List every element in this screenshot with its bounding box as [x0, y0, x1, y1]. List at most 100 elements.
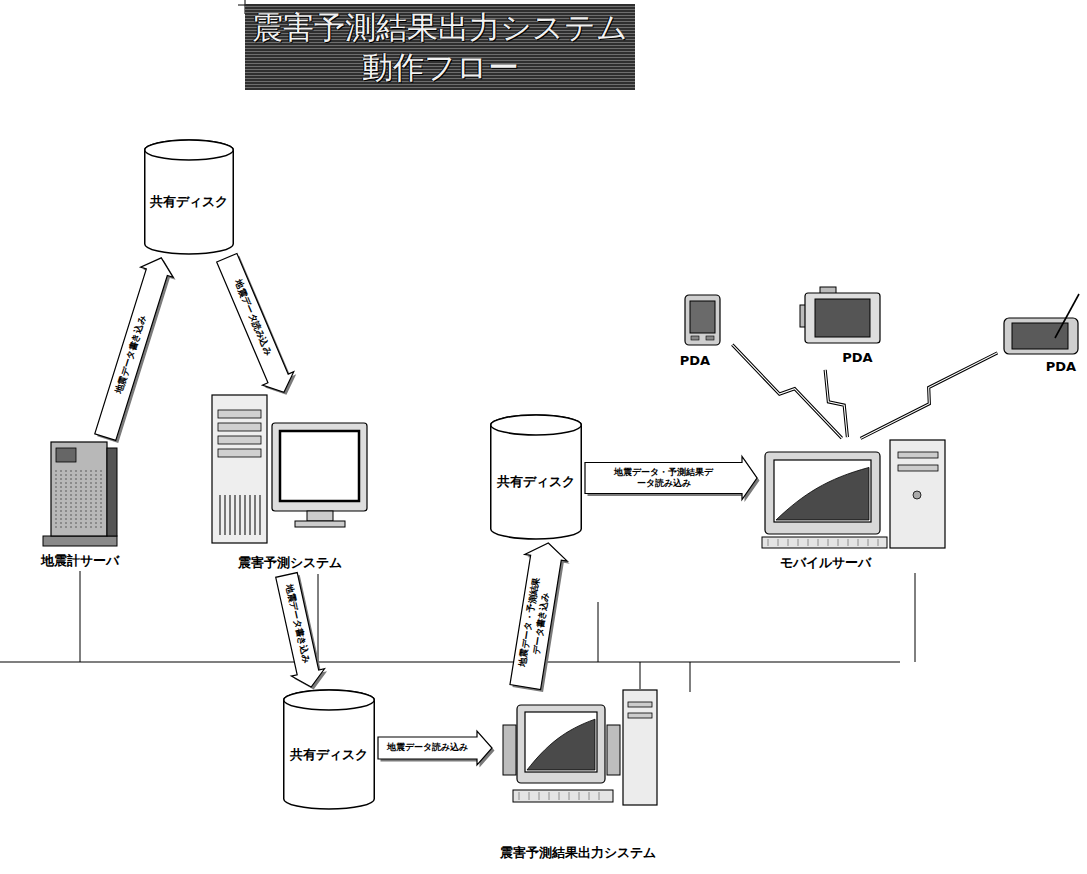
disk-top — [491, 415, 582, 435]
wireless-link-inner — [825, 370, 847, 437]
keyboard-keys — [539, 792, 540, 800]
node-label: 地震計サーバ — [25, 553, 135, 569]
drive-bay — [628, 702, 652, 707]
drive-bay — [898, 452, 938, 458]
shared-disk: 共有ディスク — [490, 415, 582, 540]
flow-arrow — [510, 543, 567, 690]
screen-chart — [527, 719, 595, 770]
server-vent — [90, 470, 91, 530]
connector-group — [378, 731, 495, 768]
node-label: 共有ディスク — [290, 747, 368, 763]
keyboard-keys — [599, 792, 600, 800]
node-label: PDA — [1040, 359, 1082, 375]
flow-arrow — [585, 457, 757, 500]
server-vent — [65, 470, 66, 530]
monitor-frame — [517, 705, 605, 783]
network-drop — [915, 573, 916, 662]
keyboard-keys — [768, 539, 769, 546]
network-bus — [0, 661, 900, 662]
pda-button — [691, 336, 699, 340]
node-label: PDA — [830, 350, 885, 366]
server-vent — [55, 470, 56, 530]
pda-button — [706, 336, 714, 340]
monitor-frame — [765, 452, 880, 534]
pda-body — [685, 295, 720, 345]
pc-vent — [220, 495, 221, 535]
connector-group — [510, 543, 570, 692]
keyboard-keys — [858, 539, 859, 546]
node-shape — [25, 440, 135, 570]
network-drop — [690, 662, 691, 692]
node-shape — [495, 690, 660, 862]
network-drop — [598, 602, 599, 662]
diagram-title: 震害予測結果出力システム 動作フロー — [245, 4, 635, 90]
pc-vent — [230, 495, 231, 535]
connector-group — [585, 457, 760, 503]
wireless-link — [825, 370, 847, 437]
disk-top — [145, 140, 234, 160]
output-system: 震害予測結果出力システム — [495, 690, 660, 862]
disk-top — [284, 690, 375, 710]
edge-label: 地震データ書き込み — [101, 274, 161, 435]
server-base — [43, 536, 117, 546]
keyboard-keys — [828, 539, 829, 546]
node-label: モバイルサーバ — [760, 555, 890, 571]
edge-label: 地震データ読み込み — [382, 742, 473, 754]
keyboard-keys — [589, 792, 590, 800]
node-label: 震害予測結果出力システム — [495, 845, 660, 861]
flow-arrow — [217, 253, 294, 392]
wireless-link — [732, 345, 842, 438]
disk-body — [145, 140, 234, 254]
server-vent — [80, 470, 81, 530]
drive-bay — [218, 410, 261, 418]
server-panel — [56, 448, 76, 462]
stylus-pen — [1055, 294, 1079, 338]
monitor-stand — [307, 511, 333, 521]
connector-group — [276, 573, 327, 690]
drive-bay — [628, 713, 652, 718]
node-label: 共有ディスク — [497, 474, 575, 490]
network-drop — [640, 662, 641, 689]
monitor-screen — [774, 460, 871, 522]
network-drop — [80, 571, 81, 662]
network-drop — [318, 574, 319, 662]
keyboard — [762, 537, 887, 548]
server-vent — [70, 470, 71, 530]
pc-tower — [623, 690, 657, 805]
screen-chart — [776, 467, 869, 520]
node-shape — [210, 395, 370, 572]
disk-body — [491, 415, 582, 539]
pda-screen — [690, 301, 715, 333]
connector-group — [95, 258, 176, 443]
server-vent — [85, 470, 86, 530]
node-shape — [760, 440, 950, 572]
wireless-link-inner — [732, 345, 842, 438]
disk-body — [284, 690, 375, 809]
keyboard-keys — [808, 539, 809, 546]
drive-bay — [898, 465, 938, 471]
mobile-server: モバイルサーバ — [760, 440, 950, 572]
drive-bay — [218, 449, 261, 457]
pc-vent — [260, 495, 261, 535]
pda-device: PDA — [1000, 318, 1082, 376]
keyboard-keys — [559, 792, 560, 800]
keyboard-keys — [549, 792, 550, 800]
server-vent — [95, 470, 96, 530]
node-label: 共有ディスク — [150, 194, 228, 210]
flow-arrow — [378, 731, 492, 765]
keyboard-keys — [778, 539, 779, 546]
pda-device: PDA — [675, 295, 730, 370]
server-side — [107, 448, 117, 536]
shape-group — [685, 295, 720, 345]
shape-group — [43, 442, 117, 546]
keyboard — [513, 790, 613, 802]
shared-disk: 共有ディスク — [283, 690, 375, 810]
power-button — [913, 491, 921, 499]
pc-vent — [245, 495, 246, 535]
keyboard-keys — [838, 539, 839, 546]
keyboard-keys — [878, 539, 879, 546]
shape-group — [212, 395, 367, 543]
monitor-screen — [525, 712, 597, 772]
shape-group — [1004, 294, 1079, 354]
